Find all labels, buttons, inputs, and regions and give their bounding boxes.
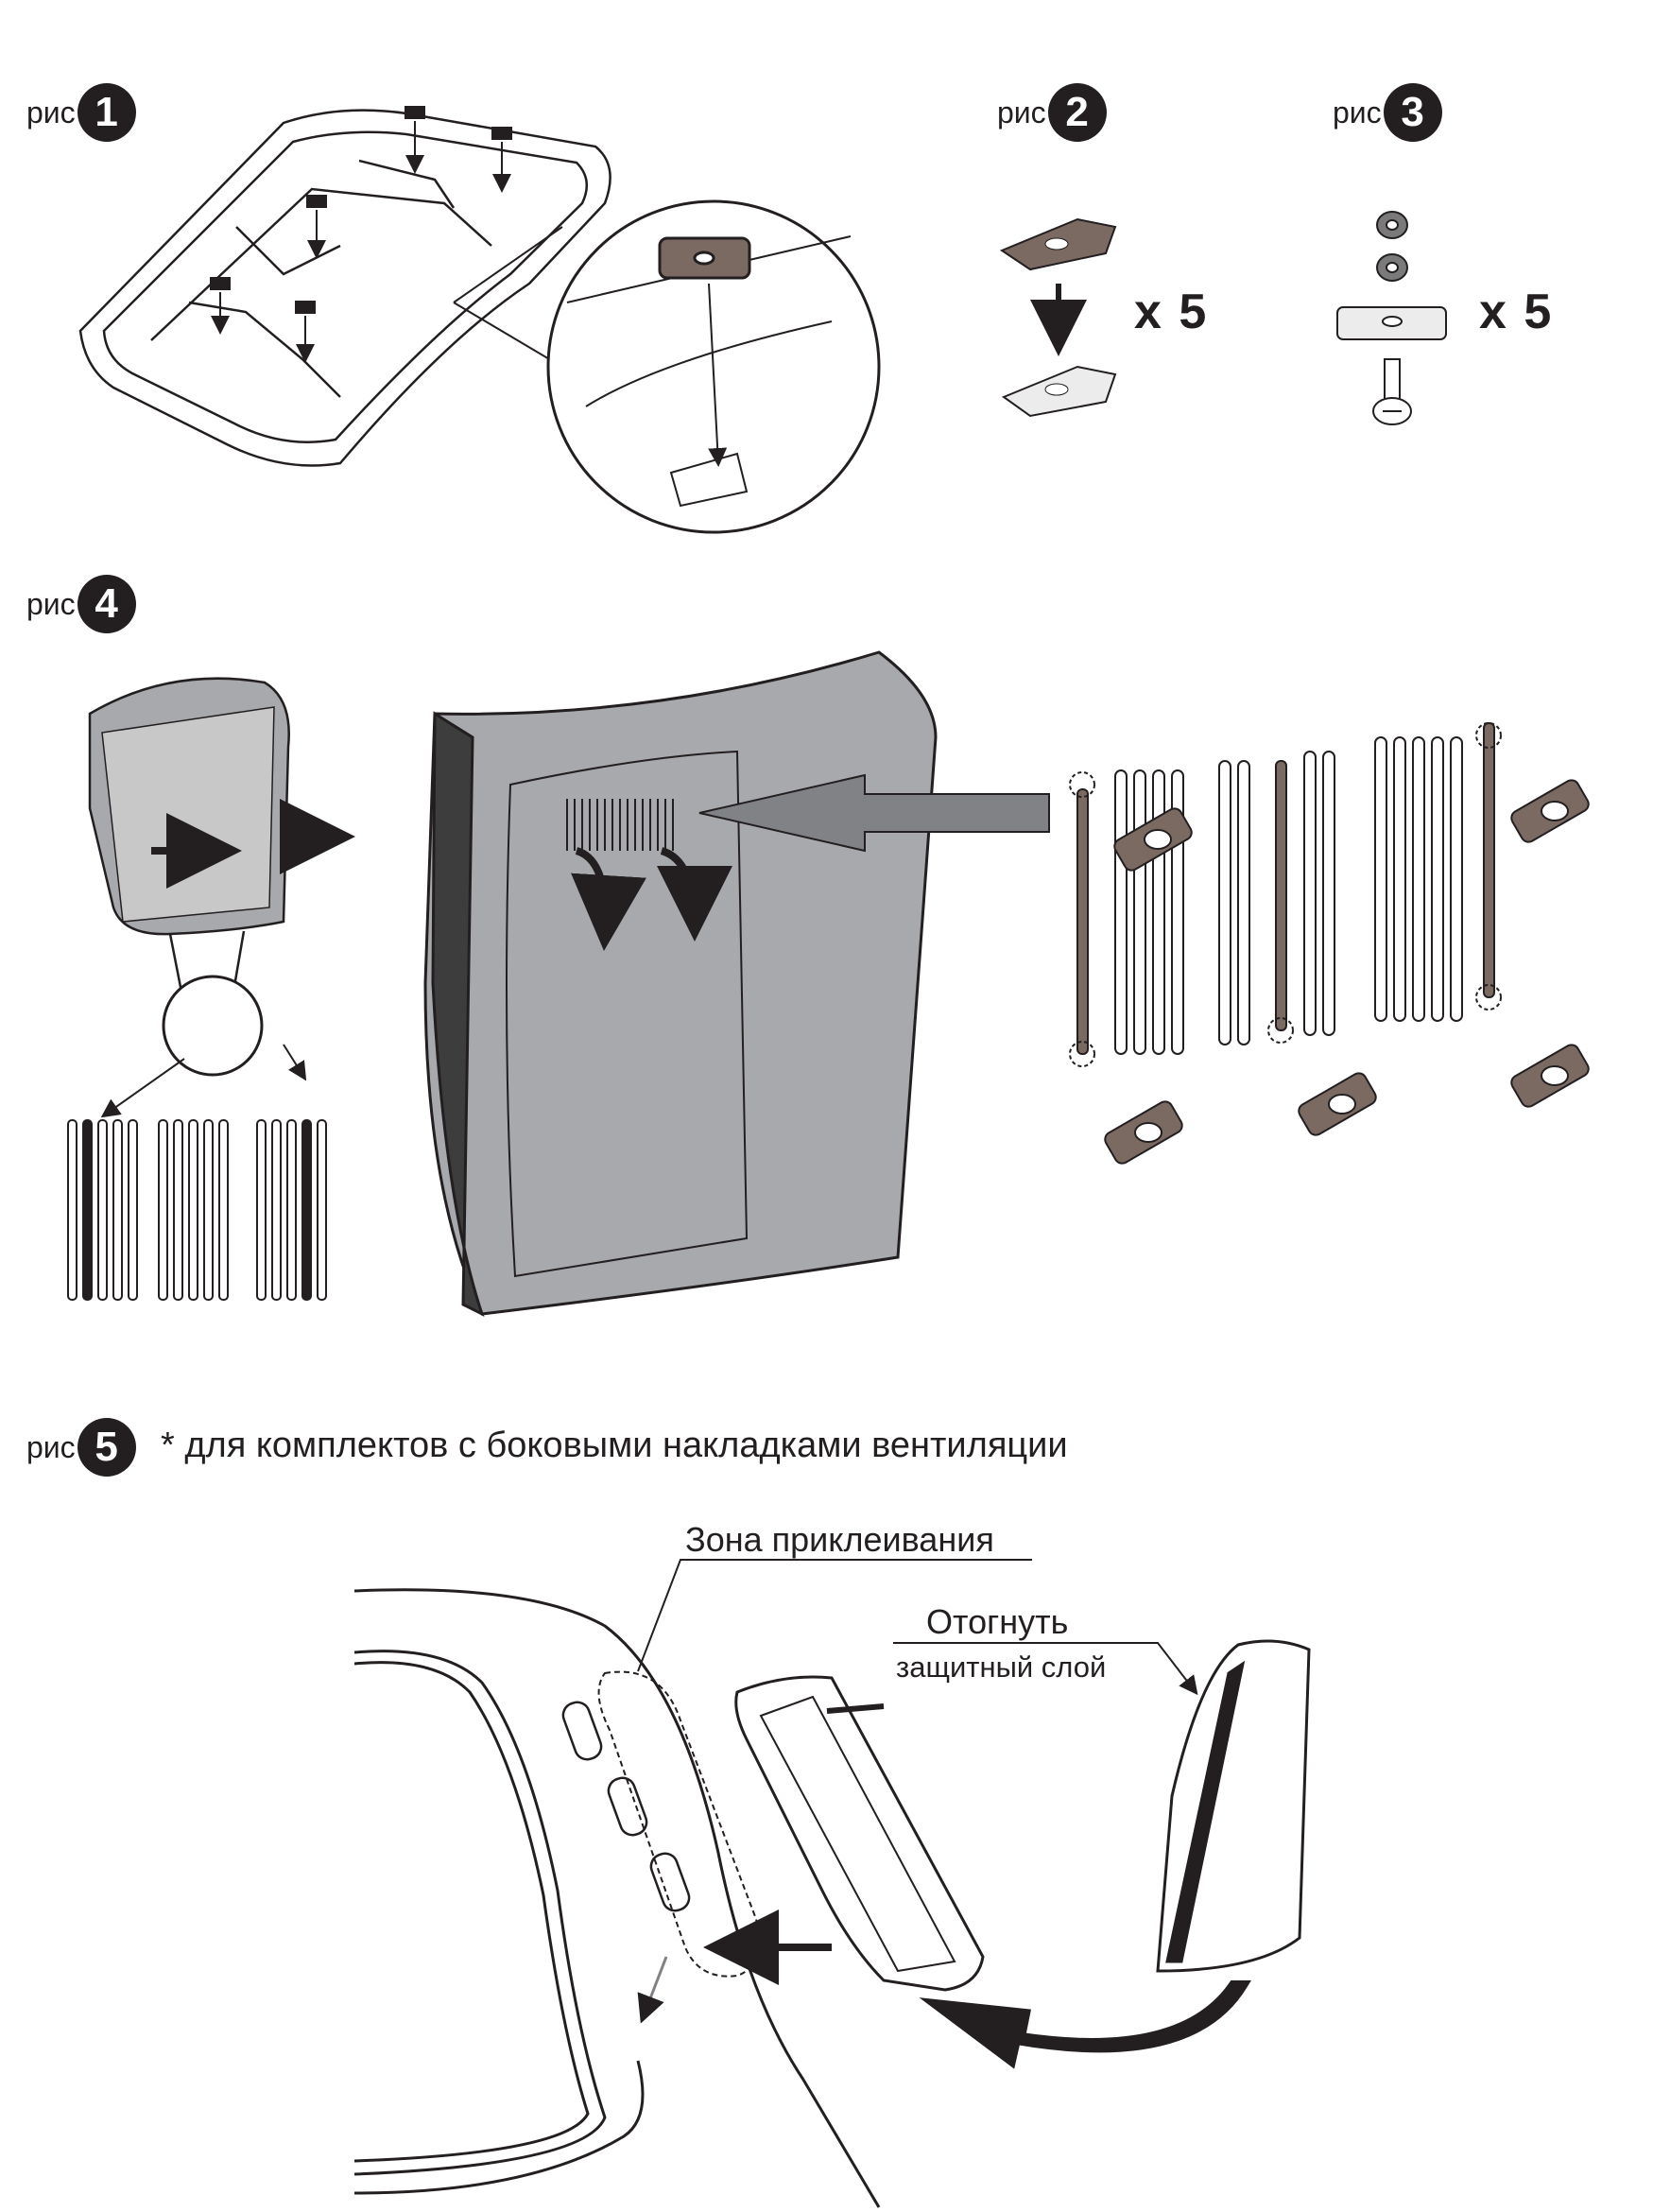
- fig4-label: рис 4: [26, 575, 136, 633]
- fig5-gray-arrow: [637, 1956, 668, 2024]
- fig5-note: * для комплектов с боковыми накладками в…: [161, 1426, 1068, 1465]
- fig1-zoom-detail: [453, 199, 881, 534]
- fig4-rod-circles: [1069, 722, 1502, 1067]
- fig5-body-slots: [561, 1701, 691, 1912]
- peel-label-line2: защитный слой: [896, 1650, 1107, 1684]
- peel-label-line1: Отогнуть: [926, 1602, 1069, 1641]
- fig5-glue-zone: [597, 1670, 760, 1978]
- fig4-prefix: рис: [26, 586, 76, 621]
- glue-zone-leader: [637, 1559, 1032, 1672]
- fig4-vent-grille: [88, 677, 355, 1118]
- fig4-big-arrow: [698, 773, 1050, 853]
- fig4-hood-arrows: [571, 847, 732, 951]
- fig5-prefix: рис: [26, 1429, 76, 1464]
- fig5-side-vent-back: [1156, 1639, 1311, 1973]
- fig1-label: рис 1: [26, 83, 136, 142]
- fig5-side-vent-front: [703, 1675, 985, 1992]
- fig4-hood-vents: [566, 799, 674, 851]
- fig2-pads: [999, 217, 1117, 418]
- fig1-pads: [210, 106, 512, 314]
- glue-zone-label: Зона приклеивания: [685, 1520, 994, 1559]
- fig3-label: рис 3: [1333, 83, 1442, 142]
- fig1-number: 1: [77, 83, 136, 142]
- fig2-label: рис 2: [997, 83, 1107, 142]
- fig4-right-slats: [1114, 736, 1463, 1055]
- fig3-fastener-kit: [1336, 211, 1447, 425]
- fig2-quantity: x 5: [1134, 285, 1209, 339]
- fig2-prefix: рис: [997, 95, 1046, 130]
- fig5-curved-arrow: [919, 1980, 1251, 2069]
- fig5-label: рис 5: [26, 1418, 136, 1477]
- fig3-prefix: рис: [1333, 95, 1382, 130]
- fig4-grille-slats: [67, 1119, 327, 1301]
- fig4-number: 4: [77, 575, 136, 633]
- fig3-number: 3: [1383, 83, 1442, 142]
- fig2-number: 2: [1047, 83, 1107, 142]
- fig4-rods: [1076, 722, 1495, 1055]
- fig5-number: 5: [77, 1418, 136, 1477]
- fig4-screws: [1104, 779, 1590, 1165]
- fig4-hood: [423, 650, 938, 1317]
- fig3-quantity: x 5: [1479, 285, 1554, 339]
- fig1-pad-arrows: [211, 121, 511, 363]
- fig1-prefix: рис: [26, 95, 76, 130]
- fig5-door-frame: [353, 1588, 881, 2208]
- fig1-hood-underside: [78, 109, 611, 467]
- peel-leader: [893, 1642, 1198, 1696]
